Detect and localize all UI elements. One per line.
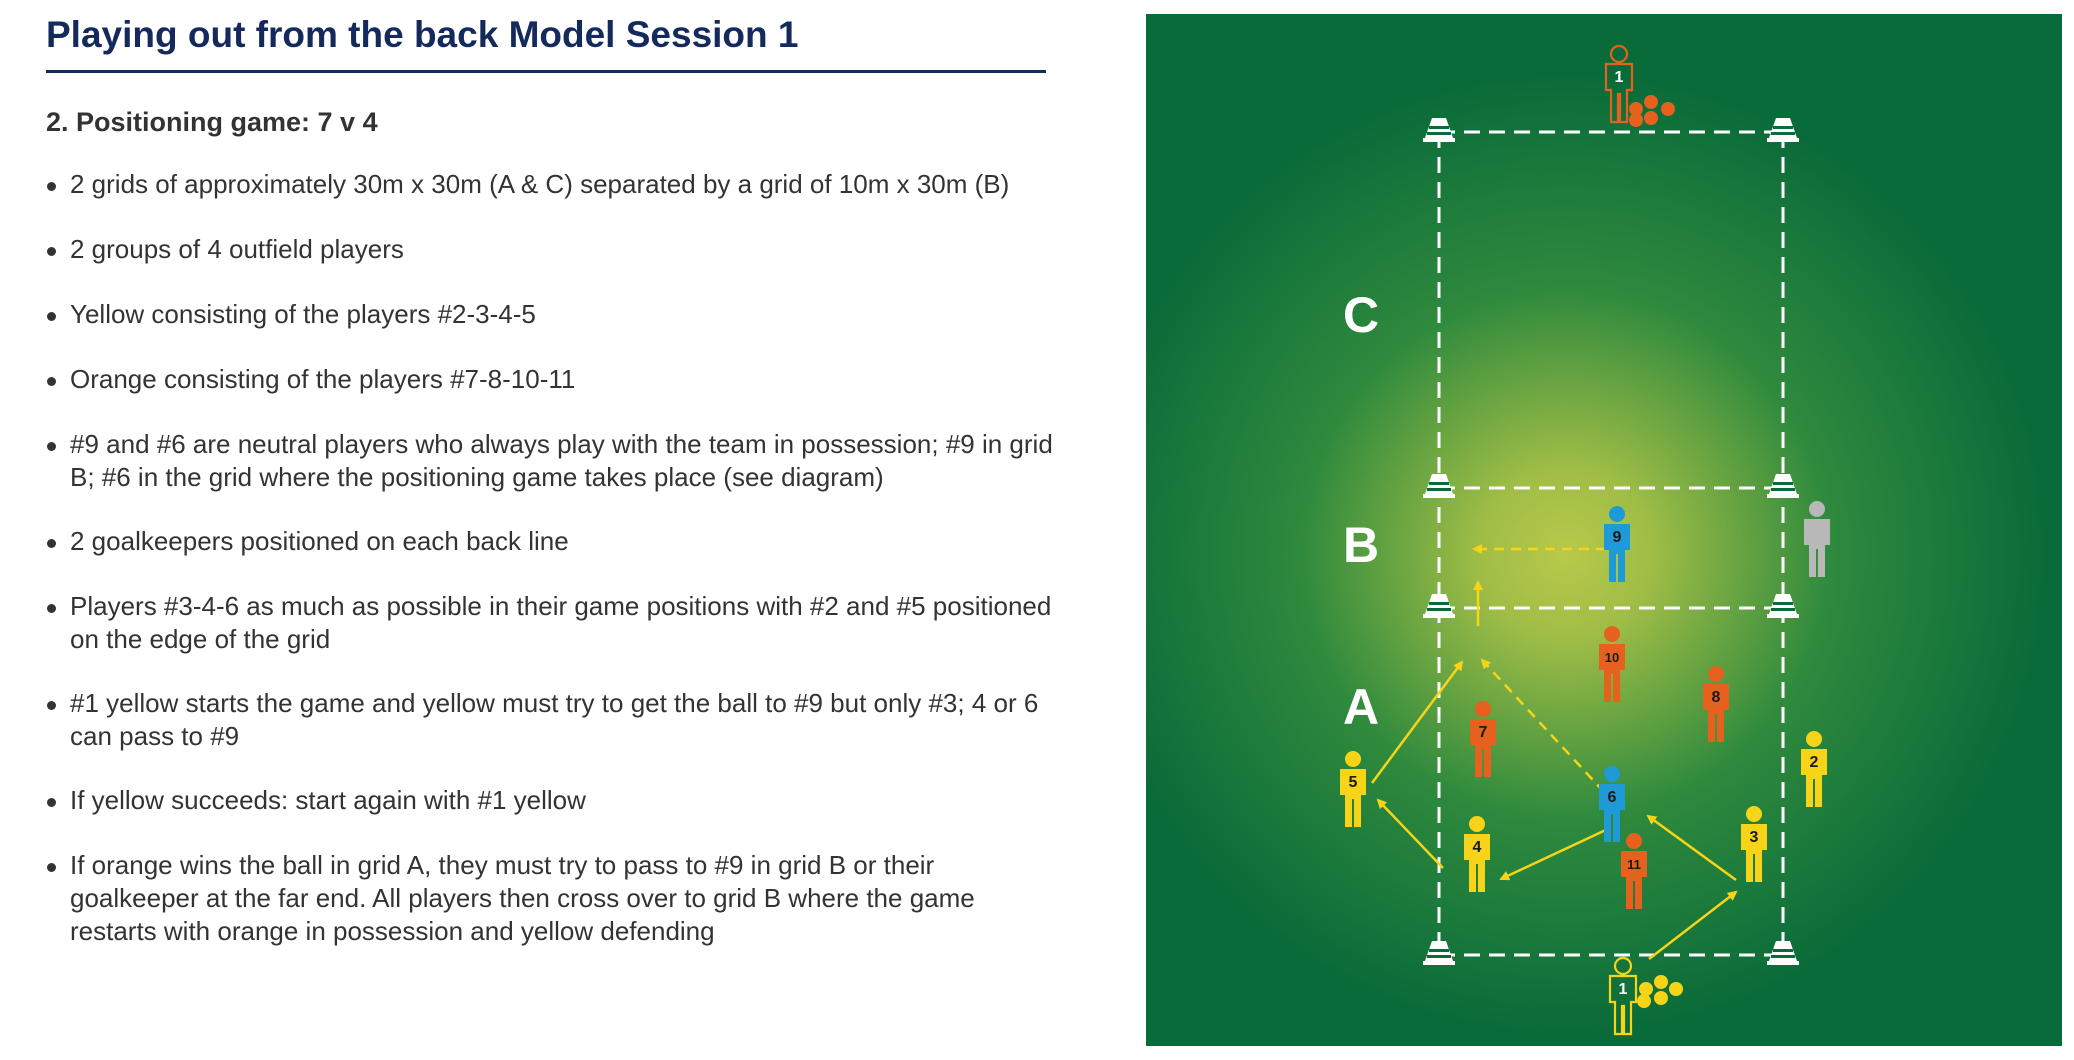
ball-icon xyxy=(1654,975,1668,989)
ball-icon xyxy=(1637,994,1651,1008)
pass-arrow xyxy=(1648,890,1738,960)
player-6-icon: 6 xyxy=(1599,766,1625,842)
cone-icon xyxy=(1767,118,1799,142)
ball-icon xyxy=(1629,113,1643,127)
bullet-item: Players #3-4-6 as much as possible in th… xyxy=(46,590,1056,656)
bullet-item: Orange consisting of the players #7-8-10… xyxy=(46,363,1056,396)
cone-icon xyxy=(1423,474,1455,498)
player-5-icon: 5 xyxy=(1340,751,1366,827)
bullet-item: 2 grids of approximately 30m x 30m (A & … xyxy=(46,168,1056,201)
player-number: 3 xyxy=(1750,829,1759,846)
player-7-icon: 7 xyxy=(1470,701,1496,777)
section-heading: 2. Positioning game: 7 v 4 xyxy=(46,107,378,137)
bullet-item: If yellow succeeds: start again with #1 … xyxy=(46,784,1056,817)
pass-arrow xyxy=(1499,826,1611,881)
zone-label-b: B xyxy=(1343,517,1379,573)
player-4-icon: 4 xyxy=(1464,816,1490,892)
bullet-item: Yellow consisting of the players #2-3-4-… xyxy=(46,298,1056,331)
ball-icon xyxy=(1644,95,1658,109)
bullet-item: #9 and #6 are neutral players who always… xyxy=(46,428,1056,494)
cones xyxy=(1423,118,1799,965)
player-3-icon: 3 xyxy=(1741,806,1767,882)
pass-arrow xyxy=(1370,660,1464,784)
player-number: 7 xyxy=(1479,724,1488,741)
yellow-goalkeeper-icon: 1 xyxy=(1608,956,1638,1036)
page-title: Playing out from the back Model Session … xyxy=(46,14,799,55)
player-number: 4 xyxy=(1473,839,1482,856)
player-number: 10 xyxy=(1605,650,1619,665)
cone-icon xyxy=(1423,118,1455,142)
title-underline xyxy=(46,70,1046,73)
ball-icon xyxy=(1669,982,1683,996)
player-9-icon: 9 xyxy=(1604,506,1630,582)
bullet-item: If orange wins the ball in grid A, they … xyxy=(46,849,1056,948)
instructions-panel: Playing out from the back Model Session … xyxy=(46,14,1056,980)
player-number: 5 xyxy=(1349,774,1358,791)
orange-goalkeeper-icon: 1 xyxy=(1604,44,1634,124)
pass-arrow xyxy=(1376,798,1444,869)
ball-icon xyxy=(1661,102,1675,116)
balls xyxy=(1629,95,1683,1008)
zone-label-c: C xyxy=(1343,287,1379,343)
player-2-icon: 2 xyxy=(1801,731,1827,807)
bullet-list: 2 grids of approximately 30m x 30m (A & … xyxy=(46,168,1056,980)
player-number: 8 xyxy=(1712,689,1721,706)
bullet-item: 2 goalkeepers positioned on each back li… xyxy=(46,525,1056,558)
ball-icon xyxy=(1654,991,1668,1005)
player-number: 11 xyxy=(1627,857,1641,872)
zone-labels: C B A xyxy=(1343,287,1379,735)
bullet-item: #1 yellow starts the game and yellow mus… xyxy=(46,687,1056,753)
cone-icon xyxy=(1767,941,1799,965)
pass-arrow xyxy=(1646,814,1737,882)
cone-icon xyxy=(1767,474,1799,498)
ball-icon xyxy=(1639,982,1653,996)
bullet-item: 2 groups of 4 outfield players xyxy=(46,233,1056,266)
player-number: 6 xyxy=(1608,789,1617,806)
grid-lines xyxy=(1437,130,1785,957)
ball-icon xyxy=(1629,102,1643,116)
player-8-icon: 8 xyxy=(1703,666,1729,742)
player-number: 1 xyxy=(1619,981,1628,998)
zone-label-a: A xyxy=(1343,679,1379,735)
player-number: 1 xyxy=(1615,69,1624,86)
player-number: 2 xyxy=(1810,754,1819,771)
cone-icon xyxy=(1423,941,1455,965)
ball-icon xyxy=(1644,111,1658,125)
pass-arrow xyxy=(1480,658,1605,793)
pass-arrows xyxy=(1370,544,1738,960)
cone-icon xyxy=(1423,594,1455,618)
player-11-icon: 11 xyxy=(1621,833,1647,909)
player-number: 9 xyxy=(1613,529,1622,546)
spare-player-icon xyxy=(1804,501,1830,577)
cone-icon xyxy=(1767,594,1799,618)
player-10-icon: 10 xyxy=(1599,626,1625,702)
